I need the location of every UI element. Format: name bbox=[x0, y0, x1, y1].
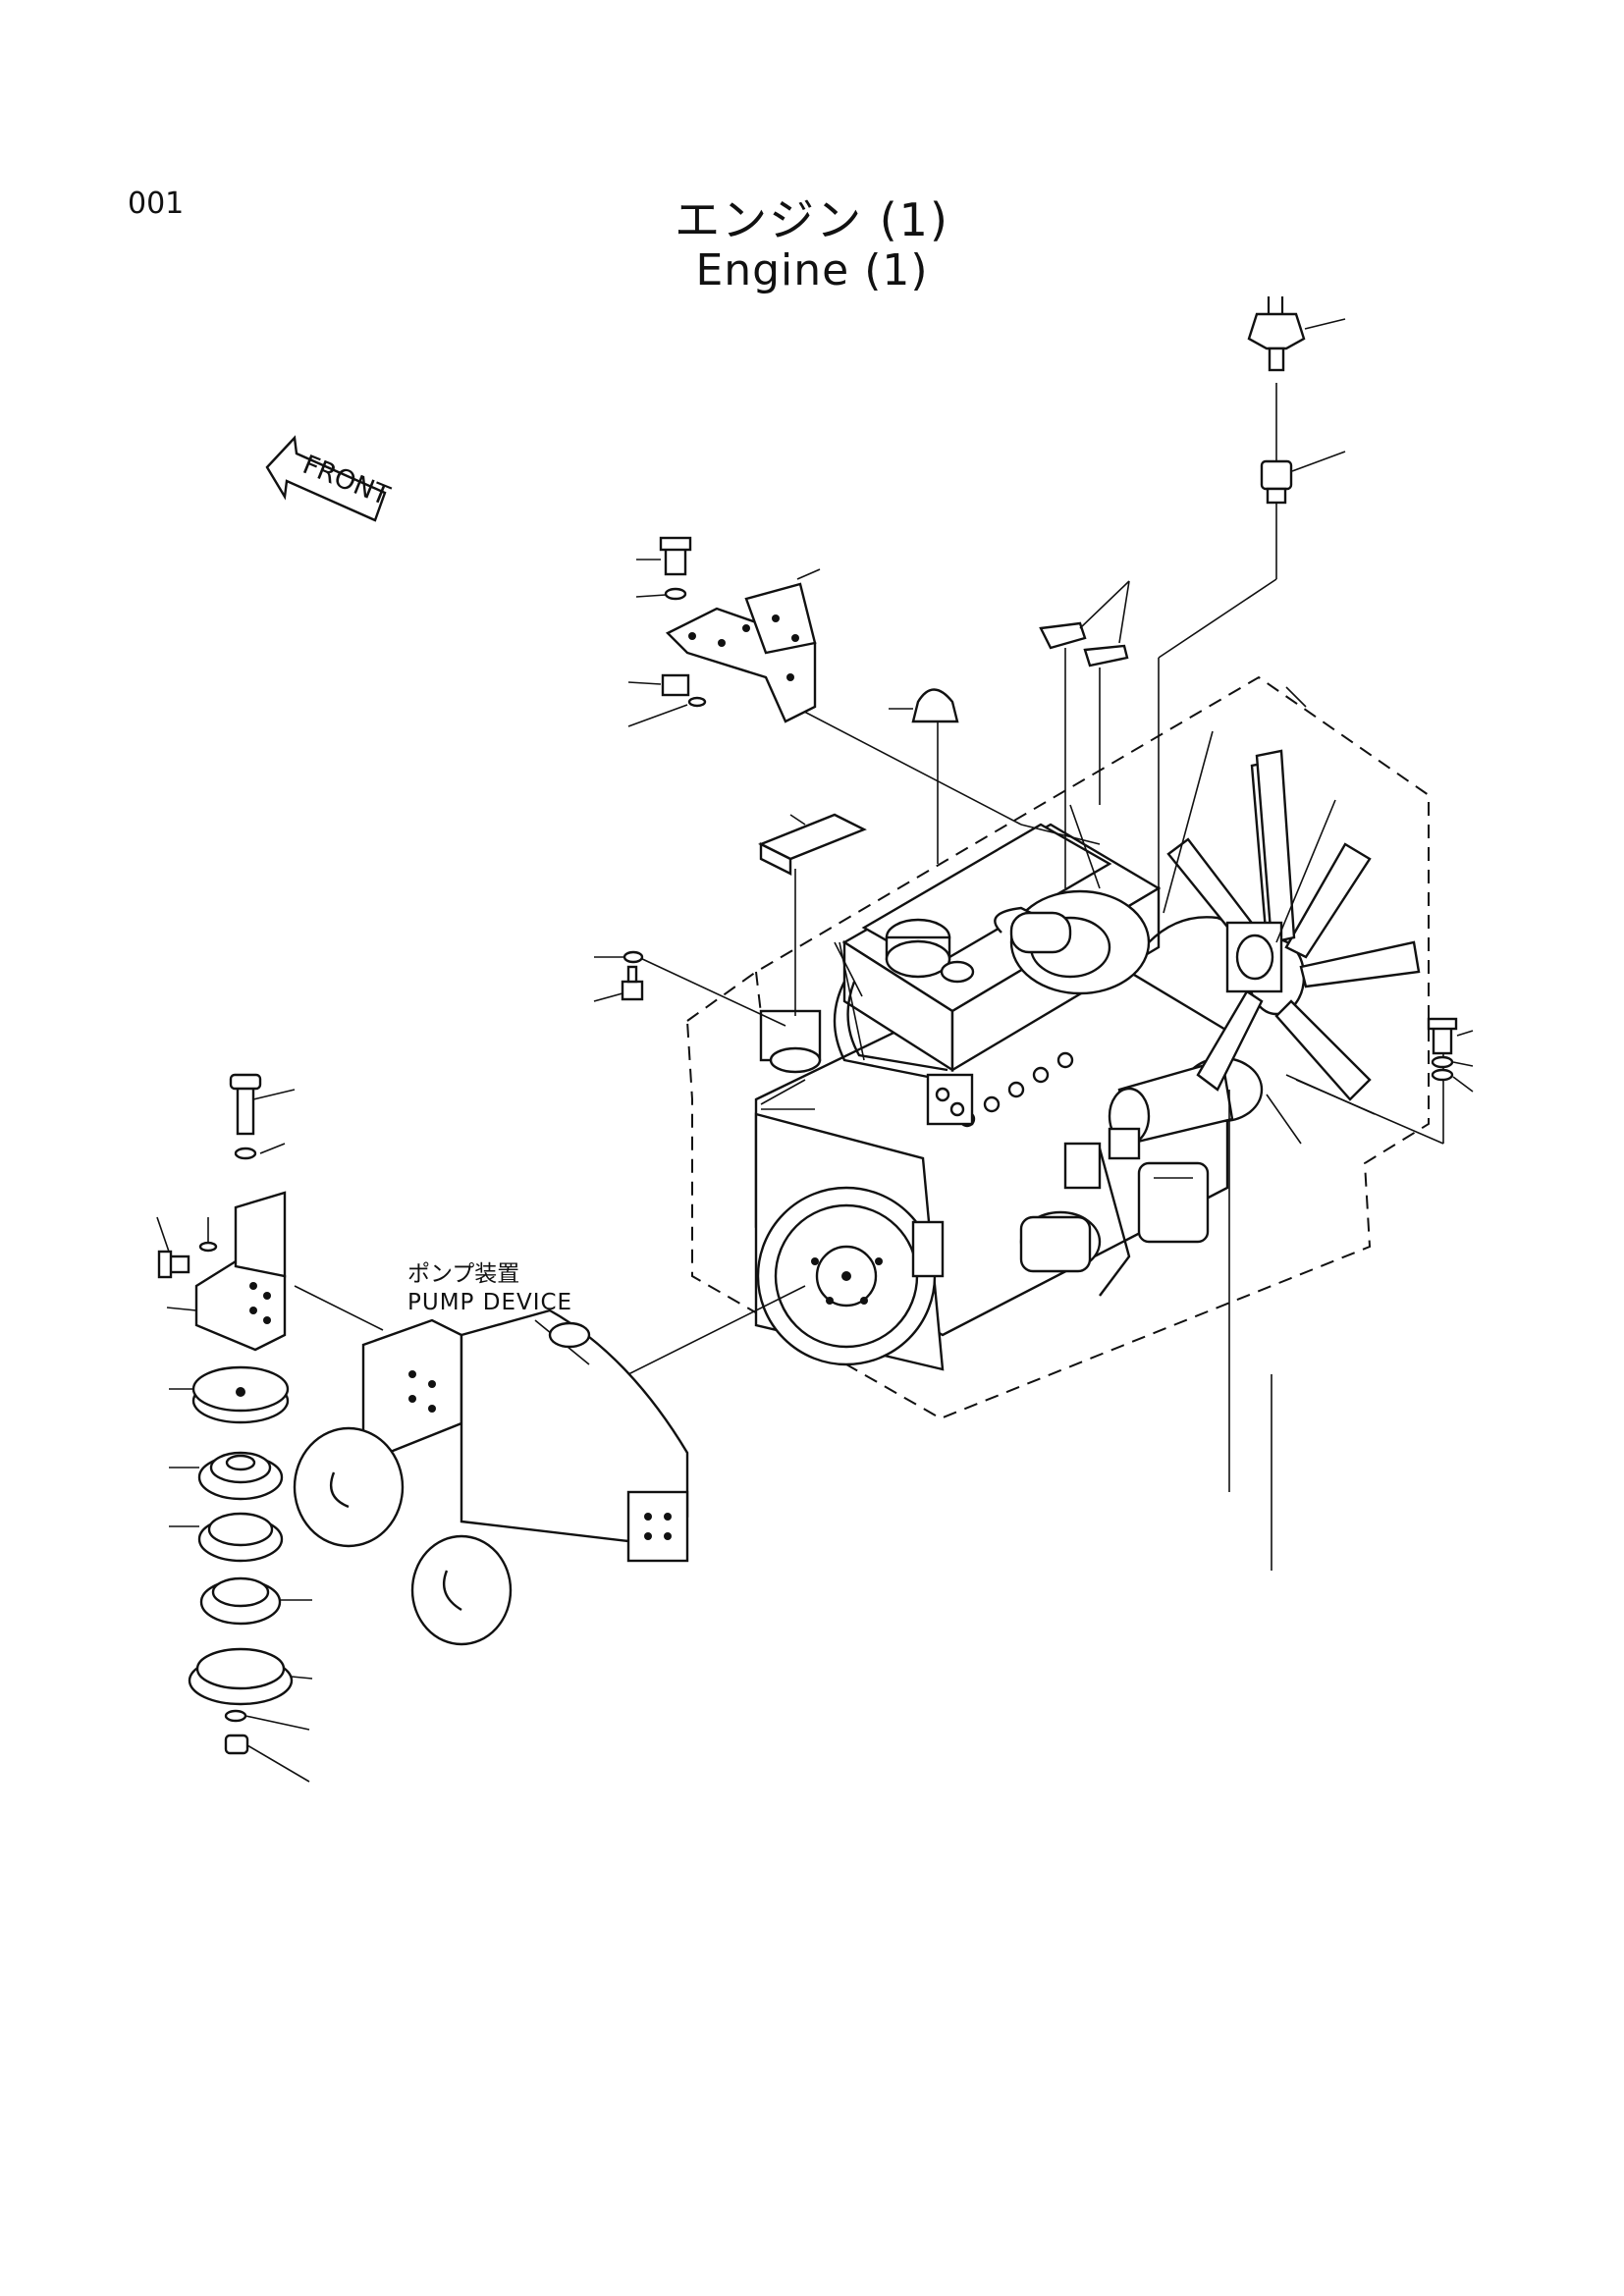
clips-99-drawing bbox=[1039, 580, 1130, 667]
plate-86-drawing bbox=[758, 813, 867, 876]
pump-device-label-english: PUMP DEVICE bbox=[407, 1290, 573, 1315]
engine-block-drawing bbox=[754, 749, 1421, 1371]
adapter-106-drawing bbox=[1260, 451, 1346, 505]
page-title-english: Engine (1) bbox=[695, 245, 929, 295]
page-number: 001 bbox=[128, 187, 185, 221]
left-mount-stack-drawing bbox=[156, 1073, 313, 1783]
bracket-83-drawing bbox=[627, 536, 821, 727]
clamp-95-drawing bbox=[889, 688, 959, 723]
pump-device-label-japanese: ポンプ装置 bbox=[407, 1261, 520, 1287]
pump-device-drawing bbox=[293, 1285, 689, 1646]
front-arrow-icon: FRONT bbox=[265, 435, 394, 522]
sensor-107-drawing bbox=[1247, 296, 1346, 372]
bolt-88-89-drawing bbox=[593, 950, 644, 1002]
bolts-13-15-14-drawing bbox=[1427, 1017, 1474, 1093]
page-title-japanese: エンジン (1) bbox=[675, 193, 949, 246]
